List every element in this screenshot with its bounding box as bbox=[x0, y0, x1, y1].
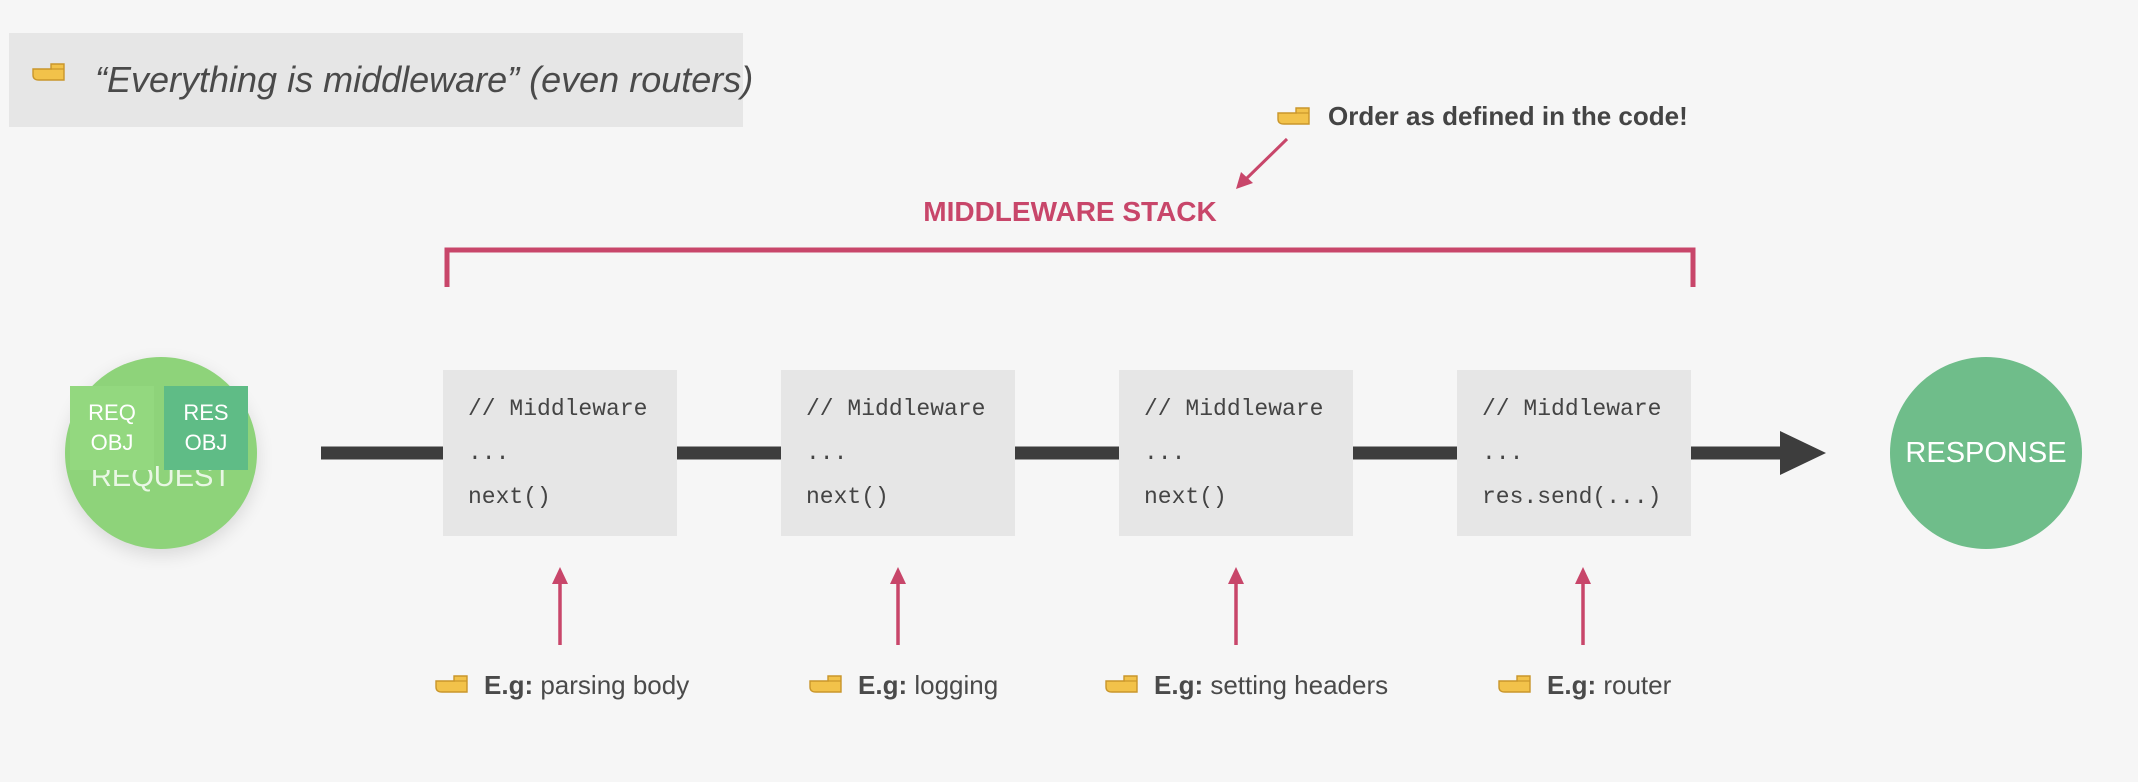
middleware-box: // Middleware ... next() bbox=[443, 370, 677, 536]
example-prefix: E.g: bbox=[484, 670, 534, 700]
middleware-comment: // Middleware bbox=[1482, 396, 1662, 422]
request-object-box: REQ OBJ bbox=[70, 386, 154, 470]
middleware-call: next() bbox=[468, 484, 551, 510]
response-label: RESPONSE bbox=[1905, 436, 2067, 469]
middleware-call: res.send(...) bbox=[1482, 484, 1662, 510]
example-label: E.g: router bbox=[1547, 670, 1671, 701]
order-note-text: Order as defined in the code! bbox=[1328, 101, 1688, 131]
pipeline-arrowhead bbox=[1780, 431, 1826, 475]
middleware-call: next() bbox=[1144, 484, 1227, 510]
middleware-stack-bracket bbox=[444, 247, 1696, 287]
pointing-hand-icon bbox=[1277, 107, 1310, 125]
middleware-comment: // Middleware bbox=[1144, 396, 1324, 422]
example-arrow-3 bbox=[1228, 567, 1244, 645]
example-prefix: E.g: bbox=[1547, 670, 1597, 700]
middleware-ellipsis: ... bbox=[1144, 440, 1186, 466]
pointing-hand-icon bbox=[32, 63, 65, 81]
example-arrow-2 bbox=[890, 567, 906, 645]
order-pointer-arrow bbox=[1236, 137, 1289, 189]
middleware-ellipsis: ... bbox=[806, 440, 848, 466]
middleware-comment: // Middleware bbox=[468, 396, 648, 422]
example-label: E.g: logging bbox=[858, 670, 998, 701]
middleware-call: next() bbox=[806, 484, 889, 510]
example-text: router bbox=[1596, 670, 1672, 700]
quote-text: “Everything is middleware” (even routers… bbox=[95, 59, 754, 100]
pointing-hand-icon bbox=[1498, 675, 1531, 693]
pointing-hand-icon bbox=[435, 675, 468, 693]
pointing-hand-icon bbox=[809, 675, 842, 693]
quote-banner: “Everything is middleware” (even routers… bbox=[9, 33, 753, 127]
pointing-hand-icon bbox=[1105, 675, 1138, 693]
response-circle: RESPONSE bbox=[1890, 357, 2082, 549]
example-prefix: E.g: bbox=[1154, 670, 1204, 700]
example-text: setting headers bbox=[1203, 670, 1389, 700]
example-prefix: E.g: bbox=[858, 670, 908, 700]
example-text: parsing body bbox=[533, 670, 690, 700]
example-label: E.g: setting headers bbox=[1154, 670, 1388, 701]
middleware-box: // Middleware ... next() bbox=[781, 370, 1015, 536]
response-object-box: RES OBJ bbox=[164, 386, 248, 470]
middleware-box: // Middleware ... res.send(...) bbox=[1457, 370, 1691, 536]
middleware-box: // Middleware ... next() bbox=[1119, 370, 1353, 536]
middleware-ellipsis: ... bbox=[468, 440, 510, 466]
middleware-stack-title: MIDDLEWARE STACK bbox=[923, 196, 1217, 227]
example-label: E.g: parsing body bbox=[484, 670, 689, 701]
middleware-ellipsis: ... bbox=[1482, 440, 1524, 466]
example-text: logging bbox=[907, 670, 999, 700]
example-arrow-1 bbox=[552, 567, 568, 645]
middleware-comment: // Middleware bbox=[806, 396, 986, 422]
example-arrow-4 bbox=[1575, 567, 1591, 645]
